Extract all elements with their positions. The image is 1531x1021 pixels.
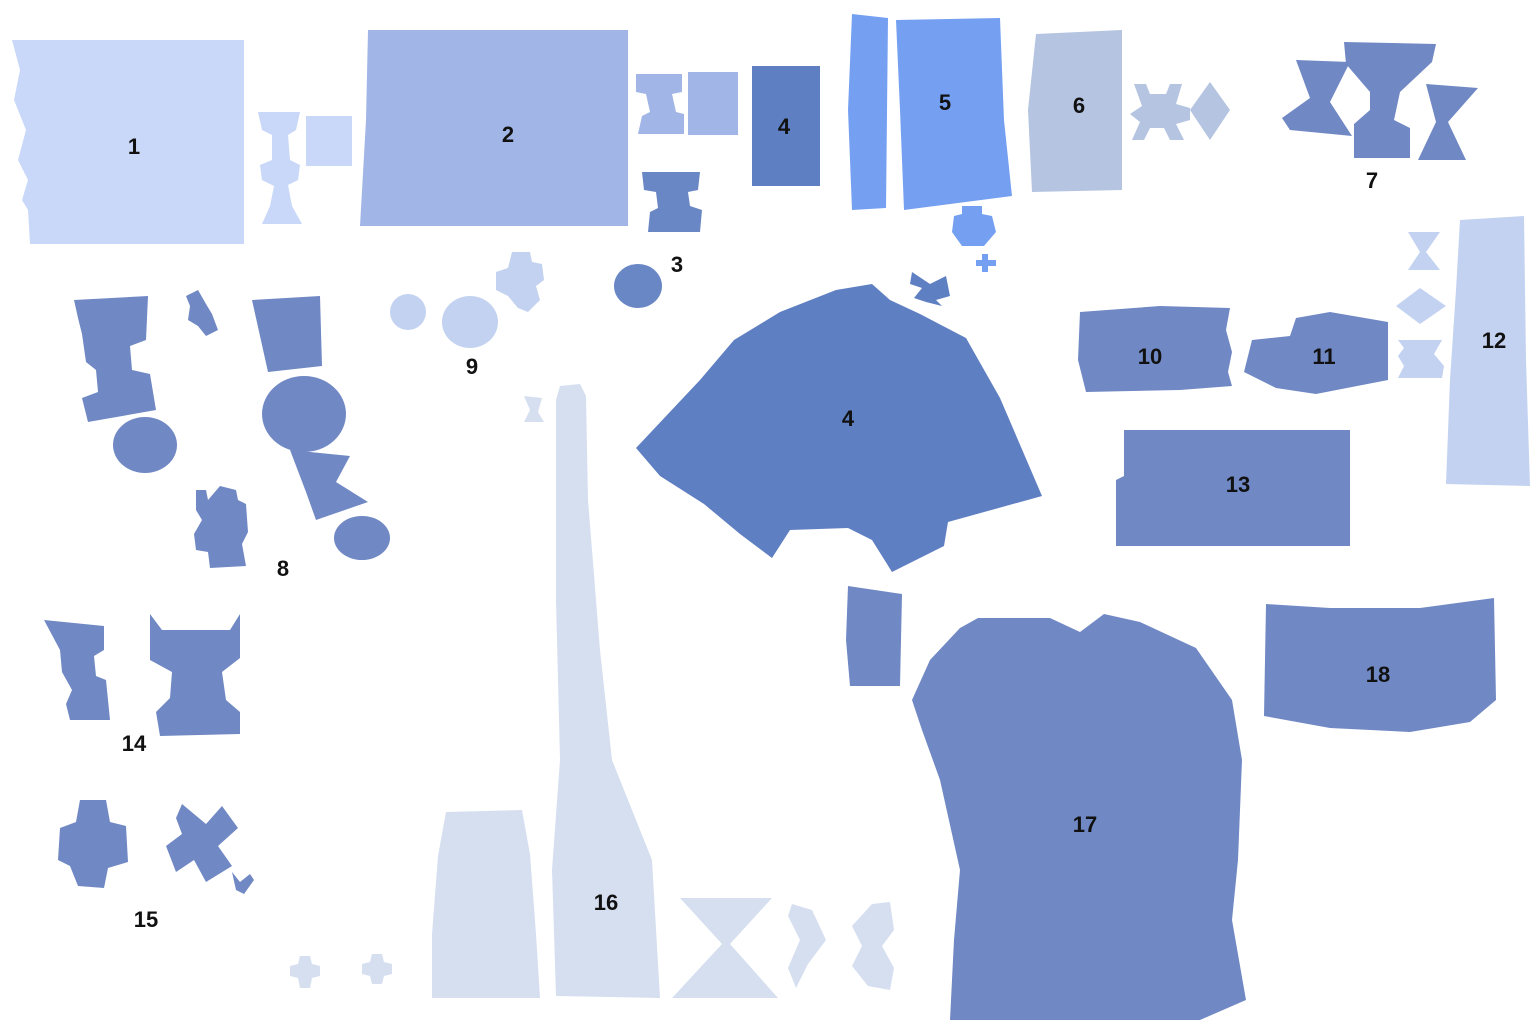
fragment-9-group (390, 252, 544, 348)
fragment-5-motif-a (952, 206, 996, 246)
fragment-6-motif-b (1190, 82, 1230, 140)
fragment-12-group (1396, 216, 1530, 486)
fragment-16-motif-c (290, 956, 320, 988)
label-16: 16 (594, 890, 618, 915)
fragment-16-motif-b (852, 902, 894, 990)
fragment-1-group (12, 40, 352, 244)
label-9: 9 (466, 354, 478, 379)
label-13: 13 (1226, 472, 1250, 497)
fragment-16-motif-a (788, 904, 826, 988)
label-12: 12 (1482, 328, 1506, 353)
fragment-8-figure (194, 486, 248, 568)
fragment-1-motif-b (306, 116, 352, 166)
label-8: 8 (277, 556, 289, 581)
fragment-8-disc-c (334, 516, 390, 560)
fragment-6-group (1028, 30, 1230, 192)
fragment-15-motif-b (166, 804, 238, 882)
fragment-5-group (848, 14, 1012, 306)
fragment-5-main (896, 18, 1012, 210)
fragment-17-small (846, 586, 902, 686)
fragment-4-large (636, 284, 1042, 572)
fragment-16-hourglass (672, 898, 778, 998)
fragment-8-bowtie (290, 450, 368, 520)
fragment-6-motif-a (1130, 84, 1190, 140)
label-6: 6 (1073, 93, 1085, 118)
fragment-9-motif (496, 252, 544, 312)
fragment-9-disc-a (390, 294, 426, 330)
fragment-14-group (44, 614, 240, 736)
label-4-large: 4 (842, 406, 855, 431)
fragment-17-group (846, 586, 1246, 1020)
fragment-3-motif-a (636, 74, 684, 134)
label-11: 11 (1312, 344, 1335, 369)
fragment-3-block (688, 72, 738, 135)
fragment-7-goblet (1344, 42, 1436, 158)
fragment-5-motif-c (910, 272, 950, 306)
fragment-1-motif-a (258, 112, 302, 224)
label-15: 15 (134, 907, 158, 932)
label-17: 17 (1073, 812, 1097, 837)
fragment-8-scrap (186, 290, 218, 336)
fragment-9-disc-b (442, 296, 498, 348)
fragment-7-group (1282, 42, 1478, 160)
label-7: 7 (1366, 168, 1378, 193)
label-14: 14 (122, 731, 147, 756)
label-2: 2 (502, 122, 514, 147)
label-4-small: 4 (778, 114, 791, 139)
fragment-14-figure-b (150, 614, 240, 736)
fragment-15-arrow (232, 872, 254, 894)
label-5: 5 (939, 90, 951, 115)
fragment-3-disc (614, 264, 662, 308)
fragment-16-motif-d (362, 954, 392, 984)
fragment-8-group (74, 290, 390, 568)
fragment-12-motif-b (1396, 288, 1446, 324)
fragment-7-bowtie-a (1282, 60, 1352, 136)
fragment-14-figure-a (44, 620, 110, 720)
fragment-2 (360, 30, 628, 226)
fragment-5-motif-b (976, 254, 996, 272)
label-1: 1 (128, 134, 140, 159)
label-18: 18 (1366, 662, 1390, 687)
fragment-8-piece-b (252, 296, 322, 372)
fragment-12-motif-c (1398, 340, 1444, 378)
fragment-3-motif-b (642, 172, 702, 232)
label-10: 10 (1138, 344, 1162, 369)
fragment-5-strip (848, 14, 888, 210)
fragment-8-disc-a (113, 417, 177, 473)
fragment-7-bowtie-b (1418, 84, 1478, 160)
fragment-15-motif-a (58, 800, 128, 888)
fragment-12-motif-a (1408, 232, 1440, 270)
fragment-16-block (432, 810, 540, 998)
label-3: 3 (671, 252, 683, 277)
fragment-8-disc-b (262, 376, 346, 452)
fragment-8-piece-a (74, 296, 156, 422)
fragment-15-group (58, 800, 254, 894)
fragment-16-motif-e (524, 396, 544, 422)
